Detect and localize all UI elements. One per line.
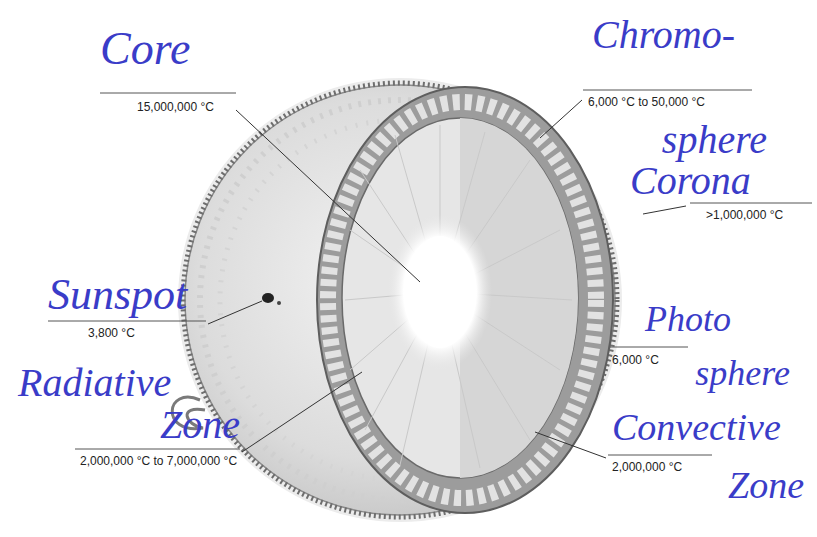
sunspot — [277, 301, 281, 305]
convection-cells — [328, 102, 596, 498]
handwritten-label: Radiative Zone — [18, 362, 240, 446]
temperature-label: 15,000,000 °C — [137, 100, 214, 114]
temperature-label: 2,000,000 °C — [612, 460, 682, 474]
handwritten-label: Corona — [630, 160, 751, 202]
temperature-label: 6,000 °C — [612, 353, 659, 367]
core — [406, 236, 474, 348]
cutaway-face — [317, 87, 613, 513]
handwritten-label: Photo sphere — [645, 292, 790, 400]
leader-line — [208, 100, 686, 458]
sun-body — [185, 85, 615, 515]
sunspot — [262, 293, 274, 303]
handwritten-label: Convective Zone — [612, 398, 804, 514]
radiative-zone — [342, 118, 578, 478]
radiation-rays — [345, 125, 572, 468]
temperature-label: 2,000,000 °C to 7,000,000 °C — [80, 454, 237, 468]
temperature-label: 6,000 °C to 50,000 °C — [588, 95, 705, 109]
temperature-label: 3,800 °C — [88, 326, 135, 340]
handwritten-label: Sunspot — [48, 272, 187, 318]
core-glow — [388, 214, 492, 370]
handwritten-label: Core — [100, 24, 190, 75]
corona-haze — [178, 78, 622, 522]
chromosphere-spicules — [183, 83, 617, 517]
temperature-label: >1,000,000 °C — [706, 208, 783, 222]
